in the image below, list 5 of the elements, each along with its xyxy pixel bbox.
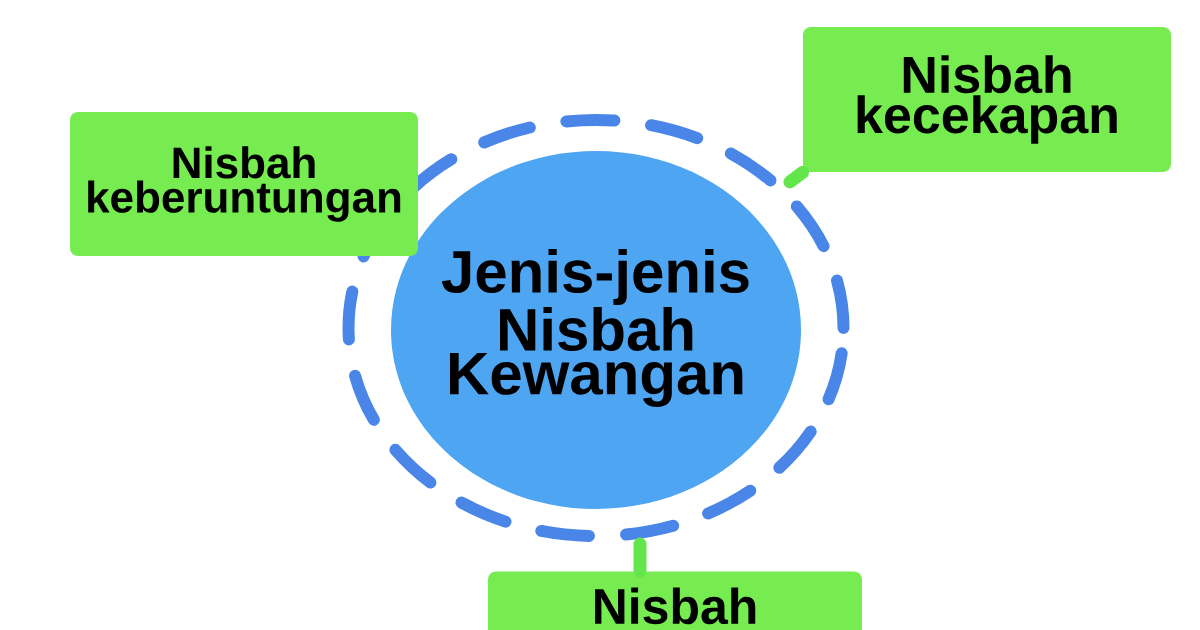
connector-line (783, 165, 810, 189)
label-box: Nisbah kecekapan (803, 27, 1171, 172)
label-box: Nisbah (488, 571, 862, 630)
label-box: Nisbah keberuntungan (70, 112, 418, 256)
connector-line (633, 537, 647, 578)
